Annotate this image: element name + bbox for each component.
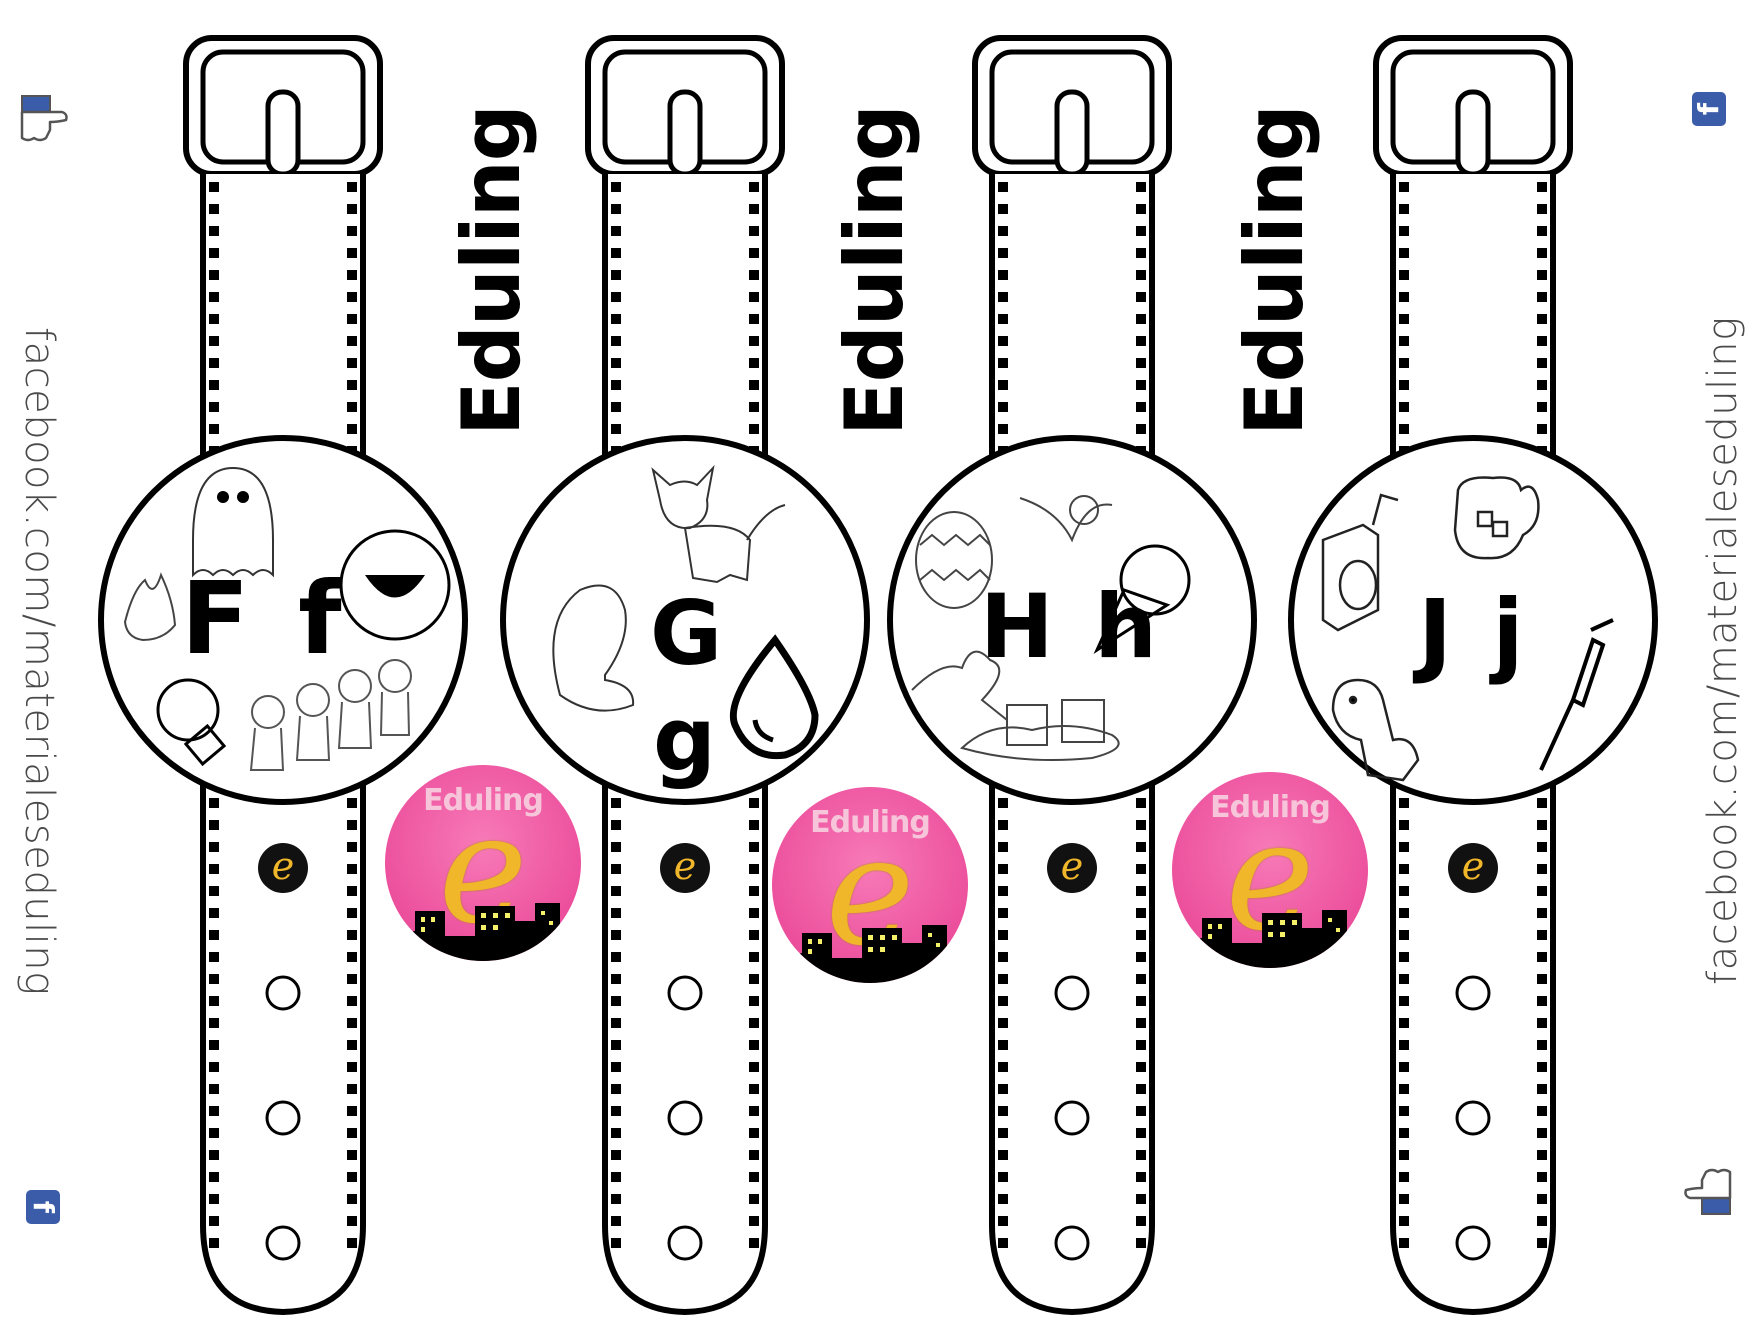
city-skyline-icon: [772, 925, 968, 983]
watch-F: F f e: [83, 0, 483, 1316]
eduling-logo-1: Eduling e: [385, 765, 581, 961]
watch-J: J j e: [1273, 0, 1673, 1316]
facebook-icon-bottom-left: f: [26, 1190, 60, 1224]
eduling-logo-2: Eduling e: [772, 787, 968, 983]
dial-upper-letter: H: [980, 575, 1054, 678]
logo-brand-text: Eduling: [1210, 790, 1331, 825]
dial-upper-letter: G: [650, 582, 723, 685]
dial-upper-letter: F: [181, 560, 250, 677]
dial-lower-letter: f: [298, 560, 342, 677]
dial-lower-letter: g: [653, 688, 716, 791]
watch-G: G g e: [485, 0, 885, 1316]
logo-brand-text: Eduling: [423, 783, 544, 818]
dial-lower-letter: j: [1492, 580, 1524, 687]
watch-strap-buckle: [500, 35, 870, 1316]
dial-upper-letter: J: [1418, 580, 1453, 687]
watch-strap-buckle: [1288, 35, 1658, 1316]
watch-strap-buckle: [98, 35, 468, 1316]
city-skyline-icon: [385, 903, 581, 961]
ghost-icon: [192, 466, 274, 578]
eduling-logo-3: Eduling e: [1172, 772, 1368, 968]
dial-lower-letter: h: [1094, 575, 1157, 678]
watch-H: H h e: [872, 0, 1272, 1316]
like-thumb-icon: [20, 95, 68, 142]
side-url-right: facebook.com/materialeseduling: [1700, 316, 1746, 985]
side-url-left: facebook.com/materialeseduling: [16, 327, 62, 996]
like-thumb-icon-bottom-right: [1684, 1168, 1732, 1215]
small-logo-icon: e: [258, 843, 308, 893]
small-logo-icon: e: [660, 843, 710, 893]
small-logo-icon: e: [1047, 843, 1097, 893]
watch-strap-buckle: [887, 35, 1257, 1316]
facebook-icon-top-right: f: [1692, 92, 1726, 126]
city-skyline-icon: [1172, 910, 1368, 968]
logo-brand-text: Eduling: [810, 805, 931, 840]
small-logo-icon: e: [1448, 843, 1498, 893]
